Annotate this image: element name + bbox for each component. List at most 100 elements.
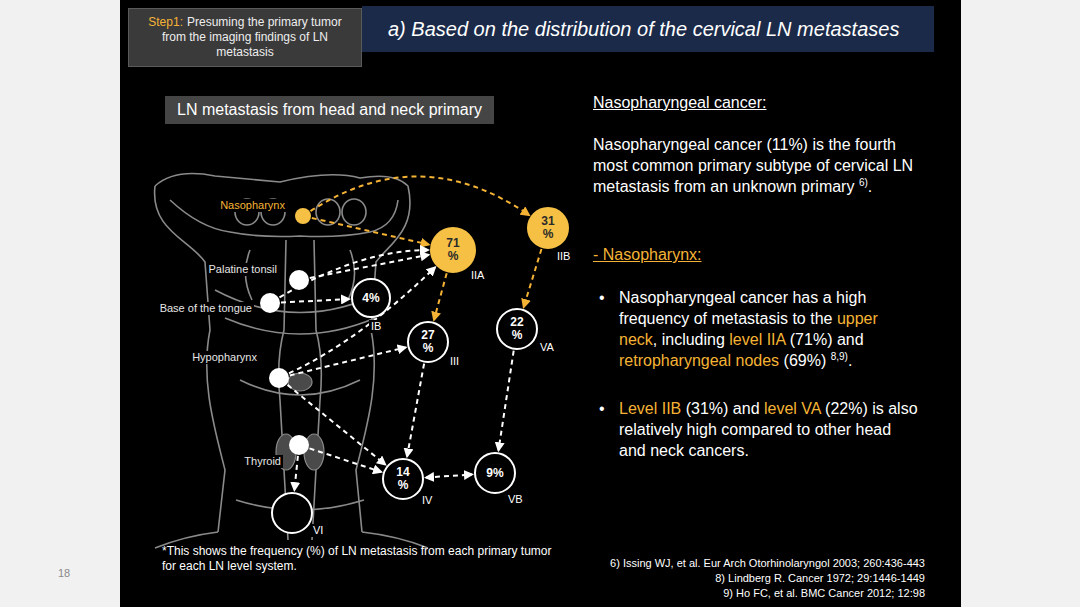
dashed-arrow (434, 273, 447, 320)
level-label: VB (506, 493, 525, 506)
bullet: • (599, 400, 605, 417)
circle-shape (271, 492, 313, 534)
level-label: VI (311, 524, 325, 537)
circle-inner: 14 % (382, 458, 424, 500)
slide-title: a) Based on the distribution of the cerv… (362, 18, 899, 41)
lymph-node-level-circle: 14 %IV (382, 458, 424, 500)
reference-mark: 8,9) (831, 351, 848, 362)
bullet-text: level VA (764, 400, 821, 417)
percentage: 27 % (416, 329, 440, 355)
lymph-node-level-circle: 31 %IIB (527, 207, 569, 249)
percentage: 14 % (391, 466, 415, 492)
site-label: Base of the tongue (158, 302, 254, 315)
dot-shape (269, 368, 289, 388)
dashed-arrow (310, 255, 429, 278)
reference-block: 6) Issing WJ, et al. Eur Arch Otorhinola… (590, 556, 925, 571)
percentage: 4% (362, 292, 379, 305)
circle-outline (272, 493, 312, 533)
dot-shape (295, 208, 311, 224)
level-label: IV (420, 494, 434, 507)
reference: 9) Ho FC, et al. BMC Cancer 2012; 12:98 (723, 587, 925, 599)
dot-shape (289, 270, 309, 290)
bullet-text: Nasopharyngeal cancer has a high frequen… (619, 289, 866, 327)
step-number: Step1: (148, 15, 183, 29)
primary-site-dot: Palatine tonsil (289, 270, 309, 290)
lymph-node-level-circle: 71 %IIA (430, 227, 476, 273)
reference: 8) Lindberg R. Cancer 1972; 29:1446-1449 (715, 572, 925, 584)
paragraph-block: Nasopharyngeal cancer (11%) is the fourt… (593, 134, 933, 197)
circle-inner: 27 % (407, 321, 449, 363)
dashed-arrow (312, 218, 429, 245)
level-label: VA (538, 341, 556, 354)
site-label: Palatine tonsil (207, 263, 280, 276)
dashed-arrow (311, 176, 530, 215)
circle-outline (260, 293, 280, 313)
circle-outline (431, 228, 475, 272)
circle-outline (475, 453, 515, 493)
section-heading-block: Nasopharyngeal cancer: (593, 92, 923, 113)
caption-block: *This shows the frequency (%) of LN meta… (162, 544, 557, 574)
bullet-text: retropharyngeal nodes (619, 352, 779, 369)
level-label: IIA (469, 269, 486, 282)
title-banner: a) Based on the distribution of the cerv… (362, 6, 934, 52)
lymph-node-level-circle: 4%IB (351, 278, 391, 318)
reference-block: 9) Ho FC, et al. BMC Cancer 2012; 12:98 (590, 586, 925, 601)
dashed-arrow (294, 456, 298, 490)
dashed-arrow (310, 448, 382, 472)
percentage: 31 % (536, 215, 560, 241)
subheading: - Nasopharynx: (593, 246, 702, 263)
level-label: III (448, 355, 461, 368)
primary-site-dot: Hypopharynx (269, 368, 289, 388)
bullet-block: • (599, 287, 613, 308)
dashed-arrow (524, 249, 542, 307)
bullet-text-block: Nasopharyngeal cancer has a high frequen… (619, 287, 919, 371)
dashed-arrow (290, 347, 406, 375)
caption: *This shows the frequency (%) of LN meta… (162, 544, 551, 573)
bullet-text: (71%) and (785, 331, 863, 348)
step-text: Presuming the primary tumor from the ima… (162, 15, 342, 59)
bullet-text: level IIA (729, 331, 785, 348)
dashed-arrow (426, 475, 472, 478)
circle-outline (383, 459, 423, 499)
circle-inner: 4% (351, 278, 391, 318)
lymph-node-level-circle: 27 %III (407, 321, 449, 363)
primary-site-dot: Nasopharynx (295, 208, 311, 224)
page-number-block: 18 (58, 566, 88, 581)
section-label: LN metastasis from head and neck primary (177, 101, 482, 118)
paragraph: . (868, 178, 872, 195)
bullet-text: (31%) and (681, 400, 764, 417)
subheading-block: - Nasopharynx: (593, 244, 793, 265)
site-label: Thyroid (242, 455, 283, 468)
circle-outline (408, 322, 448, 362)
reference: 6) Issing WJ, et al. Eur Arch Otorhinola… (610, 557, 925, 569)
percentage: 22 % (505, 316, 529, 342)
dashed-arrow (407, 364, 424, 457)
section-heading: Nasopharyngeal cancer: (593, 94, 766, 111)
dot-shape (260, 293, 280, 313)
percentage: 9% (486, 467, 503, 480)
bullet-block: • (599, 398, 613, 419)
circle-outline (528, 208, 568, 248)
bullet-text: Level IIB (619, 400, 681, 417)
dashed-arrow (281, 299, 349, 302)
bullet-text: . (848, 352, 852, 369)
circle-inner: 22 % (496, 308, 538, 350)
level-label: IB (369, 320, 383, 333)
circle-outline (352, 279, 390, 317)
circle-inner: 31 % (527, 207, 569, 249)
percentage: 71 % (441, 237, 465, 263)
circle-inner: 71 % (430, 227, 476, 273)
dashed-arrow (499, 351, 514, 451)
page-number: 18 (58, 567, 70, 579)
lymph-node-level-circle: 22 %VA (496, 308, 538, 350)
primary-site-dot: Thyroid (289, 435, 309, 455)
bullet-text: , including (653, 331, 730, 348)
reference-block: 8) Lindberg R. Cancer 1972; 29:1446-1449 (590, 571, 925, 586)
reference-mark: 6) (859, 177, 868, 188)
primary-site-dot: Base of the tongue (260, 293, 280, 313)
lymph-node-level-circle: VI (271, 492, 313, 534)
circle-outline (289, 435, 309, 455)
step-box: Step1:Presuming the primary tumor from t… (128, 8, 362, 67)
dot-shape (289, 435, 309, 455)
level-label: IIB (555, 250, 572, 263)
